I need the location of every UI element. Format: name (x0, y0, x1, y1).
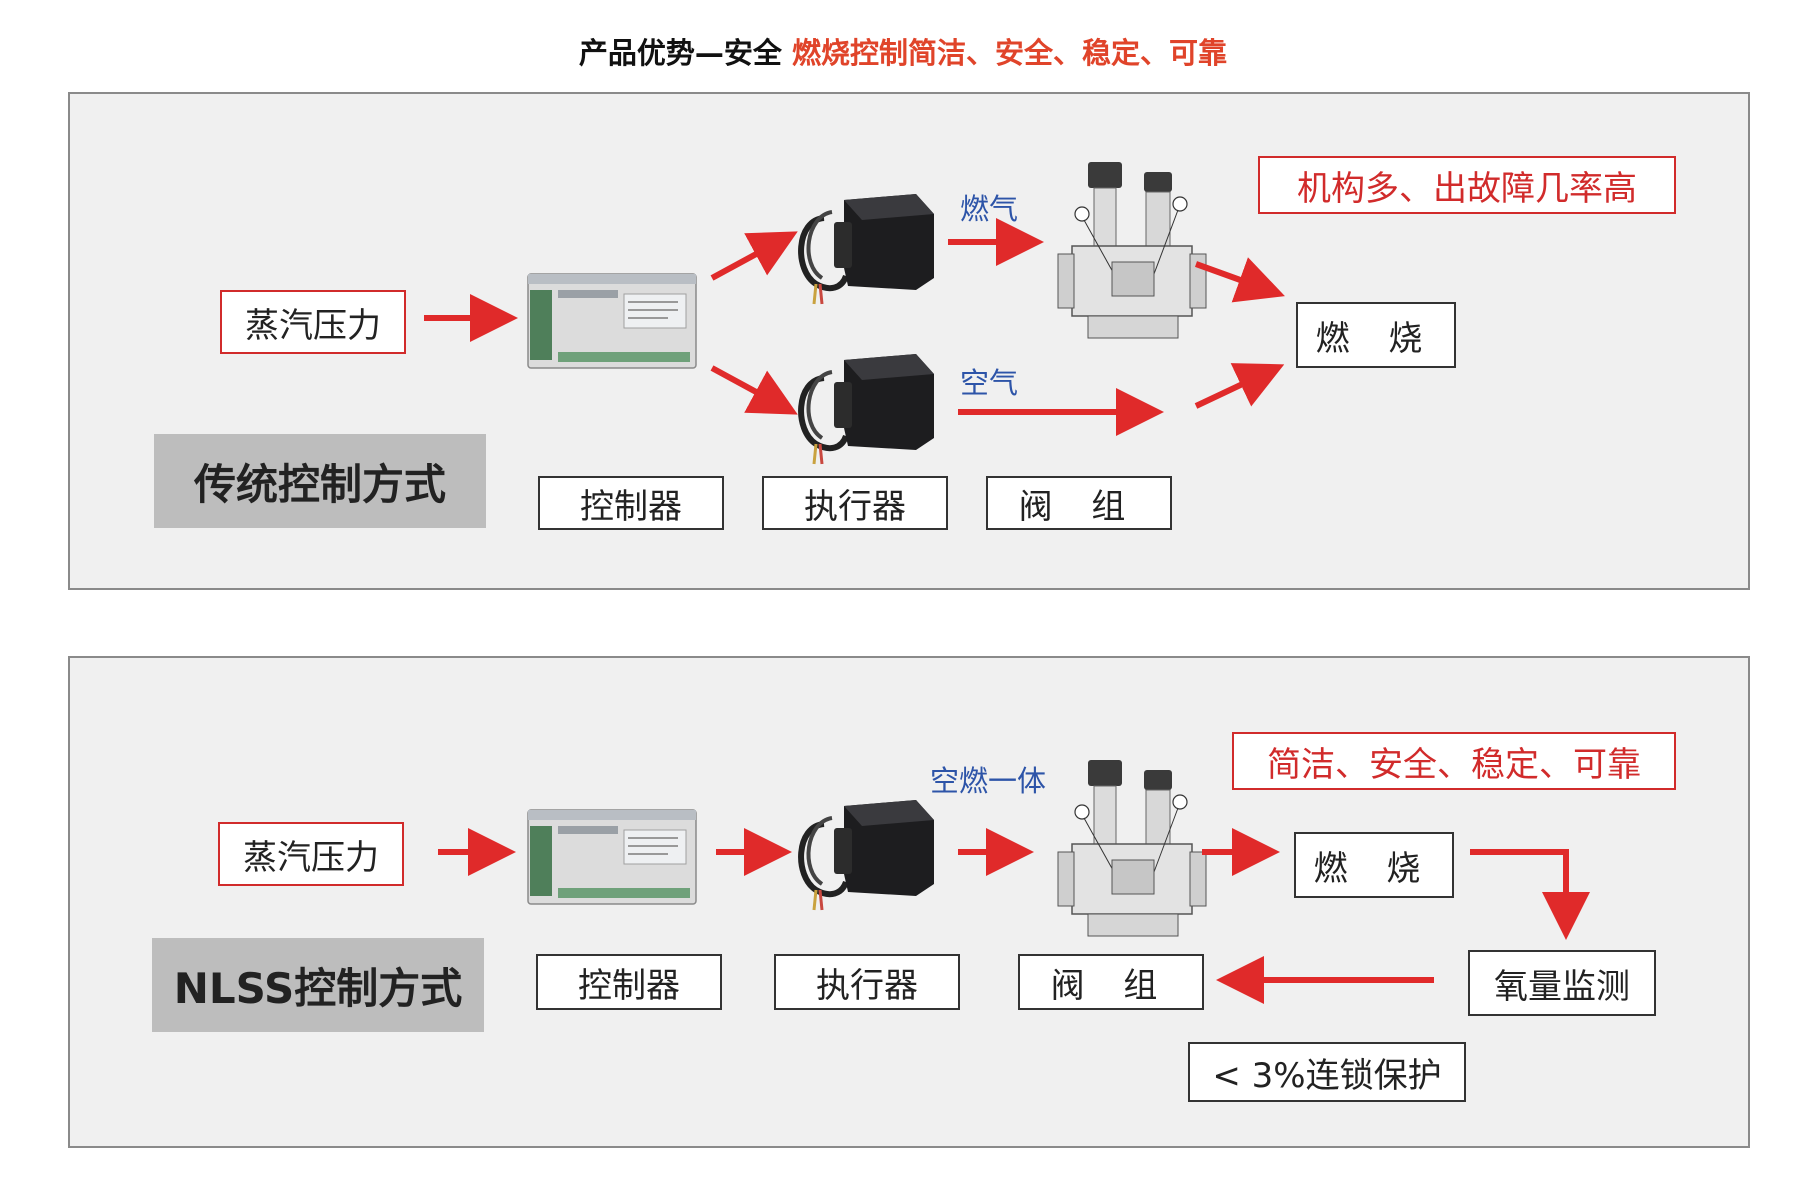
traditional-controller-label: 控制器 (538, 476, 724, 530)
oxygen-monitor-box: 氧量监测 (1468, 950, 1656, 1016)
controller-device-icon (527, 809, 697, 905)
title-accent: 燃烧控制简洁、安全、稳定、可靠 (792, 36, 1228, 70)
nlss-method-label: NLSS控制方式 (152, 938, 484, 1032)
traditional-valve-label: 阀 组 (986, 476, 1172, 530)
arrow-valve-to-combustion (1194, 257, 1285, 303)
valve-group-device-icon (1057, 161, 1207, 339)
actuator-device-icon (801, 354, 934, 464)
steam-pressure-box: 蒸汽压力 (220, 290, 406, 354)
valve-group-device-icon (1057, 759, 1207, 937)
traditional-combustion-box: 燃 烧 (1296, 302, 1456, 368)
interlock-protection-box: < 3%连锁保护 (1188, 1042, 1466, 1102)
nlss-note-box: 简洁、安全、稳定、可靠 (1232, 732, 1676, 790)
air-fuel-combined-label: 空燃一体 (930, 764, 1047, 798)
actuator-device-icon (801, 194, 934, 304)
nlss-controller-label: 控制器 (536, 954, 722, 1010)
actuator-device-icon (801, 800, 934, 910)
traditional-panel: 蒸汽压力 传统控制方式 燃气 空气 机构多、出故障几率高 燃 烧 控制器 执行器… (68, 92, 1750, 590)
arrow-controller-to-gas-actuator (710, 231, 798, 281)
nlss-panel: 蒸汽压力 NLSS控制方式 空燃一体 简洁、安全、稳定、可靠 燃 烧 氧量监测 … (68, 656, 1750, 1148)
nlss-steam-pressure-box: 蒸汽压力 (218, 822, 404, 886)
traditional-method-label: 传统控制方式 (154, 434, 486, 528)
title-main: 产品优势—安全 (578, 36, 782, 70)
nlss-valve-label: 阀 组 (1018, 954, 1204, 1010)
nlss-actuator-label: 执行器 (774, 954, 960, 1010)
nlss-combustion-box: 燃 烧 (1294, 832, 1454, 898)
traditional-note-box: 机构多、出故障几率高 (1258, 156, 1676, 214)
page-title: 产品优势—安全 燃烧控制简洁、安全、稳定、可靠 (0, 30, 1806, 72)
arrow-air-to-combustion (1194, 363, 1285, 409)
arrow-controller-to-air-actuator (710, 365, 798, 415)
air-label: 空气 (960, 366, 1019, 400)
controller-device-icon (527, 273, 697, 369)
arrow-combustion-to-oxygen (1470, 849, 1590, 940)
traditional-actuator-label: 执行器 (762, 476, 948, 530)
